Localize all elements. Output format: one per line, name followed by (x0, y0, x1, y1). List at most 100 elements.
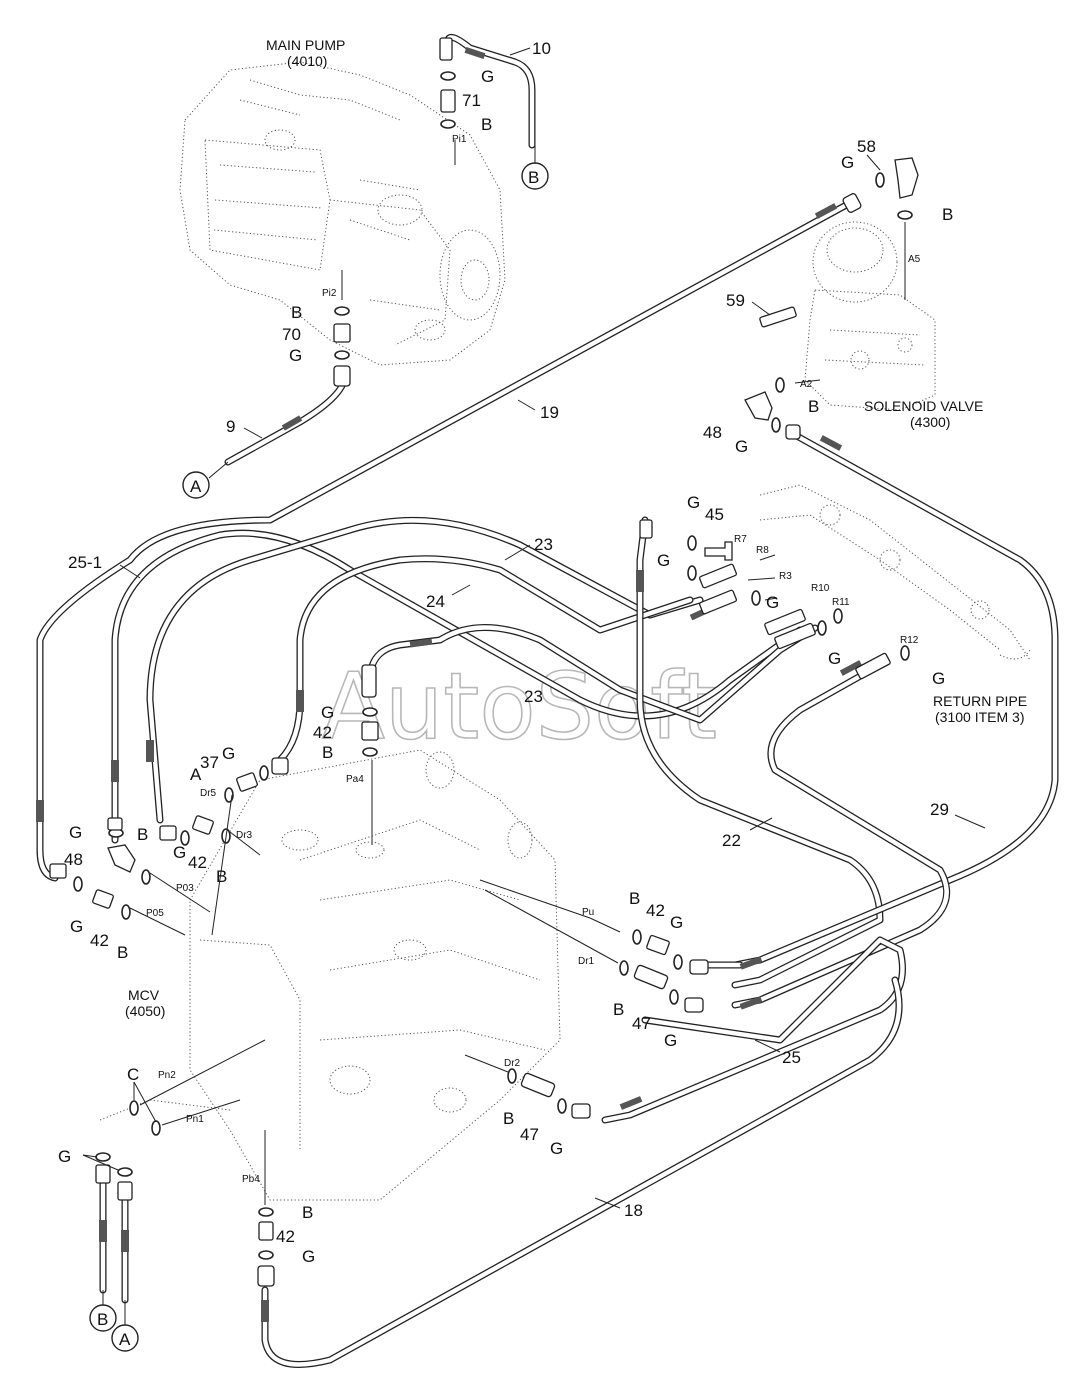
port-labels: Pi1 Pi2 A5 A2 R7 R8 R3 R10 R11 R12 Pa4 D… (146, 134, 921, 1185)
letter-g: G (828, 649, 841, 668)
letter-g: G (321, 703, 334, 722)
mcv-drawing (99, 749, 561, 1201)
port-a2: A2 (800, 379, 813, 390)
port-r8: R8 (756, 545, 769, 556)
main-pump-ref: (4010) (287, 53, 327, 69)
callout-47-dr1: 47 (632, 1014, 651, 1033)
letter-b: B (322, 743, 333, 762)
callout-23-mid: 23 (524, 687, 543, 706)
letter-b: B (629, 889, 640, 908)
callout-47-dr2: 47 (520, 1125, 539, 1144)
port-dr3: Dr3 (236, 830, 253, 841)
return-pipe-ref: (3100 ITEM 3) (935, 709, 1024, 725)
main-pump-name: MAIN PUMP (266, 37, 345, 53)
callout-71: 71 (462, 91, 481, 110)
return-pipe-drawing (759, 484, 1031, 661)
connector-a-left: A (190, 477, 202, 496)
callout-42-pb4: 42 (276, 1227, 295, 1246)
callout-59: 59 (726, 291, 745, 310)
port-p03: P03 (176, 883, 194, 894)
fittings (49, 37, 919, 1287)
port-a5: A5 (908, 254, 921, 265)
port-pn1: Pn1 (186, 1114, 204, 1125)
port-r3: R3 (779, 571, 792, 582)
letter-g: G (735, 437, 748, 456)
connector-markers (89, 145, 549, 1352)
letter-g: G (70, 917, 83, 936)
port-r10: R10 (811, 583, 830, 594)
port-pi1: Pi1 (452, 134, 467, 145)
connector-b-bottom: B (97, 1310, 108, 1329)
letter-a: A (190, 765, 202, 784)
callout-25: 25 (782, 1048, 801, 1067)
letter-g: G (664, 1031, 677, 1050)
port-pu: Pu (582, 907, 594, 918)
port-r11: R11 (832, 597, 850, 608)
letter-g: G (550, 1139, 563, 1158)
callout-70: 70 (282, 325, 301, 344)
callout-42-dr3: 42 (188, 853, 207, 872)
letter-g: G (766, 593, 779, 612)
callout-42-p05: 42 (90, 931, 109, 950)
port-pb4: Pb4 (242, 1174, 260, 1185)
callout-9: 9 (226, 417, 235, 436)
port-r12: R12 (900, 635, 919, 646)
part-callouts: 10 71 58 59 70 9 19 48 45 25-1 23 24 23 … (64, 39, 949, 1246)
letter-b: B (613, 1000, 624, 1019)
port-dr2: Dr2 (504, 1058, 521, 1069)
letter-b: B (942, 205, 953, 224)
letter-c: C (127, 1065, 139, 1084)
letter-g: G (670, 913, 683, 932)
callout-45: 45 (705, 505, 724, 524)
solenoid-valve-drawing (804, 221, 936, 411)
letter-b: B (291, 303, 302, 322)
callout-10: 10 (532, 39, 551, 58)
letter-g: G (58, 1147, 71, 1166)
callout-48-top: 48 (703, 423, 722, 442)
hoses (36, 33, 1059, 1368)
connector-a-bottom: A (119, 1330, 131, 1349)
letter-b: B (302, 1203, 313, 1222)
letter-g: G (222, 744, 235, 763)
port-pa4: Pa4 (346, 774, 364, 785)
port-pi2: Pi2 (322, 288, 337, 299)
callout-18: 18 (624, 1201, 643, 1220)
return-pipe-name: RETURN PIPE (933, 693, 1027, 709)
seal-letters: G B B G B B G B G A G G G G G G B G A G … (58, 67, 953, 1349)
callout-19: 19 (540, 403, 559, 422)
letter-g: G (841, 153, 854, 172)
solenoid-valve-ref: (4300) (910, 414, 950, 430)
letter-g: G (932, 669, 945, 688)
port-dr5: Dr5 (200, 788, 217, 799)
callout-58: 58 (857, 137, 876, 156)
letter-g: G (302, 1247, 315, 1266)
callout-25-1: 25-1 (68, 553, 102, 572)
letter-g: G (69, 823, 82, 842)
letter-b: B (503, 1109, 514, 1128)
letter-g: G (657, 551, 670, 570)
callout-29: 29 (930, 800, 949, 819)
letter-g: G (687, 493, 700, 512)
mcv-name: MCV (128, 987, 160, 1003)
callout-23-top: 23 (534, 535, 553, 554)
port-p05: P05 (146, 908, 164, 919)
port-pn2: Pn2 (158, 1070, 176, 1081)
callout-48-left: 48 (64, 850, 83, 869)
port-dr1: Dr1 (578, 956, 595, 967)
callout-37: 37 (200, 753, 219, 772)
letter-b: B (808, 397, 819, 416)
callout-42-pu: 42 (646, 901, 665, 920)
mcv-ref: (4050) (125, 1003, 165, 1019)
letter-g: G (481, 67, 494, 86)
callout-42-pa4: 42 (313, 723, 332, 742)
callout-24: 24 (426, 592, 445, 611)
callout-leaders (119, 47, 986, 1209)
letter-b: B (481, 115, 492, 134)
port-r7: R7 (734, 534, 747, 545)
letter-b: B (117, 943, 128, 962)
letter-b: B (137, 825, 148, 844)
solenoid-valve-name: SOLENOID VALVE (864, 398, 983, 414)
letter-g: G (289, 346, 302, 365)
connector-b-top: B (528, 168, 539, 187)
